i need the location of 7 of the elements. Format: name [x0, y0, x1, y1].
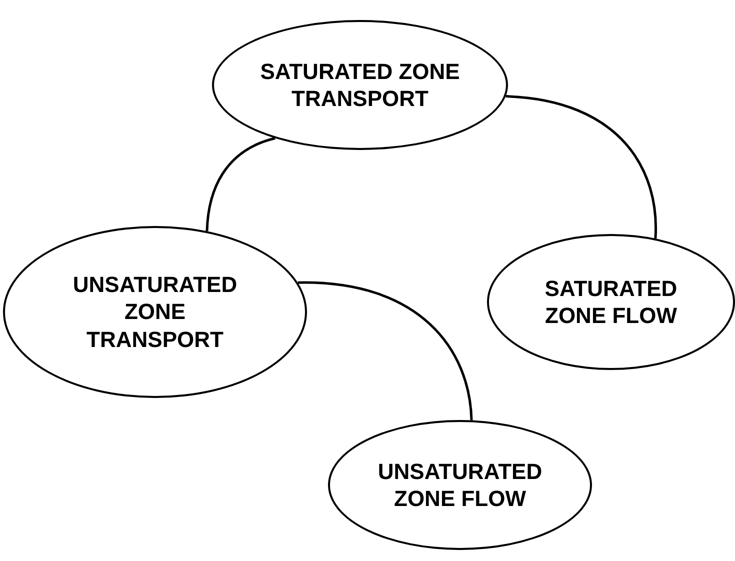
connector-line [206, 137, 276, 232]
connector-line [506, 95, 657, 239]
connector-line [298, 281, 473, 420]
node-label: UNSATURATED ZONE TRANSPORT [72, 270, 238, 354]
node-label: UNSATURATED ZONE FLOW [376, 458, 544, 512]
node-label: SATURATED ZONE FLOW [544, 274, 678, 330]
node-label: SATURATED ZONE TRANSPORT [260, 58, 460, 112]
